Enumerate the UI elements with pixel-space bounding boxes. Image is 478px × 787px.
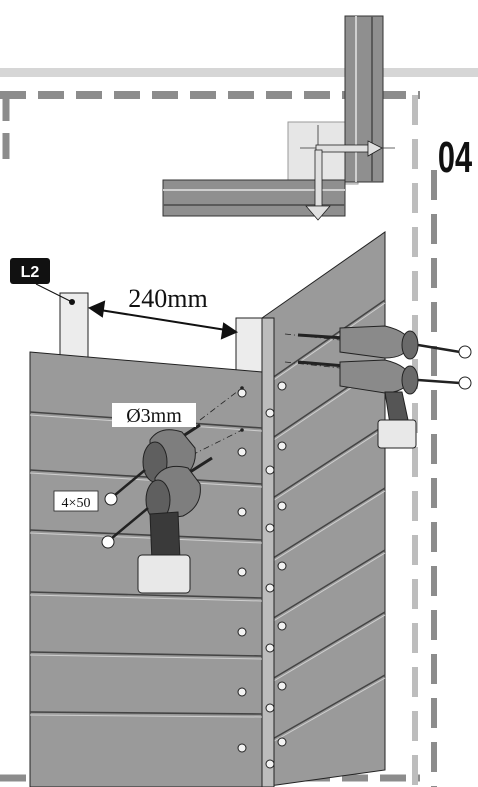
part-badge: L2: [10, 258, 75, 305]
top-band: [0, 68, 478, 77]
drill-diameter-label: Ø3mm: [126, 405, 182, 427]
part-label: L2: [21, 264, 40, 281]
corner-detail: [162, 15, 395, 221]
screw-icon: [305, 149, 331, 221]
pilot-hole: [240, 428, 244, 432]
screw-icon: [315, 140, 383, 157]
screw-size-label: 4×50: [62, 496, 91, 511]
drill-icon: [297, 325, 472, 360]
drill-diameter-bg: [112, 403, 196, 427]
corner-screw-heads: [237, 381, 287, 769]
distance-label: 240mm: [128, 284, 207, 313]
pilot-hole: [240, 386, 244, 390]
drill-icon: [297, 359, 472, 449]
screw-size-box: [53, 490, 99, 512]
drill-icon: [101, 456, 213, 594]
step-number: 04: [438, 134, 472, 183]
part-pointer-dot: [69, 299, 75, 305]
distance-arrow: [87, 300, 239, 340]
